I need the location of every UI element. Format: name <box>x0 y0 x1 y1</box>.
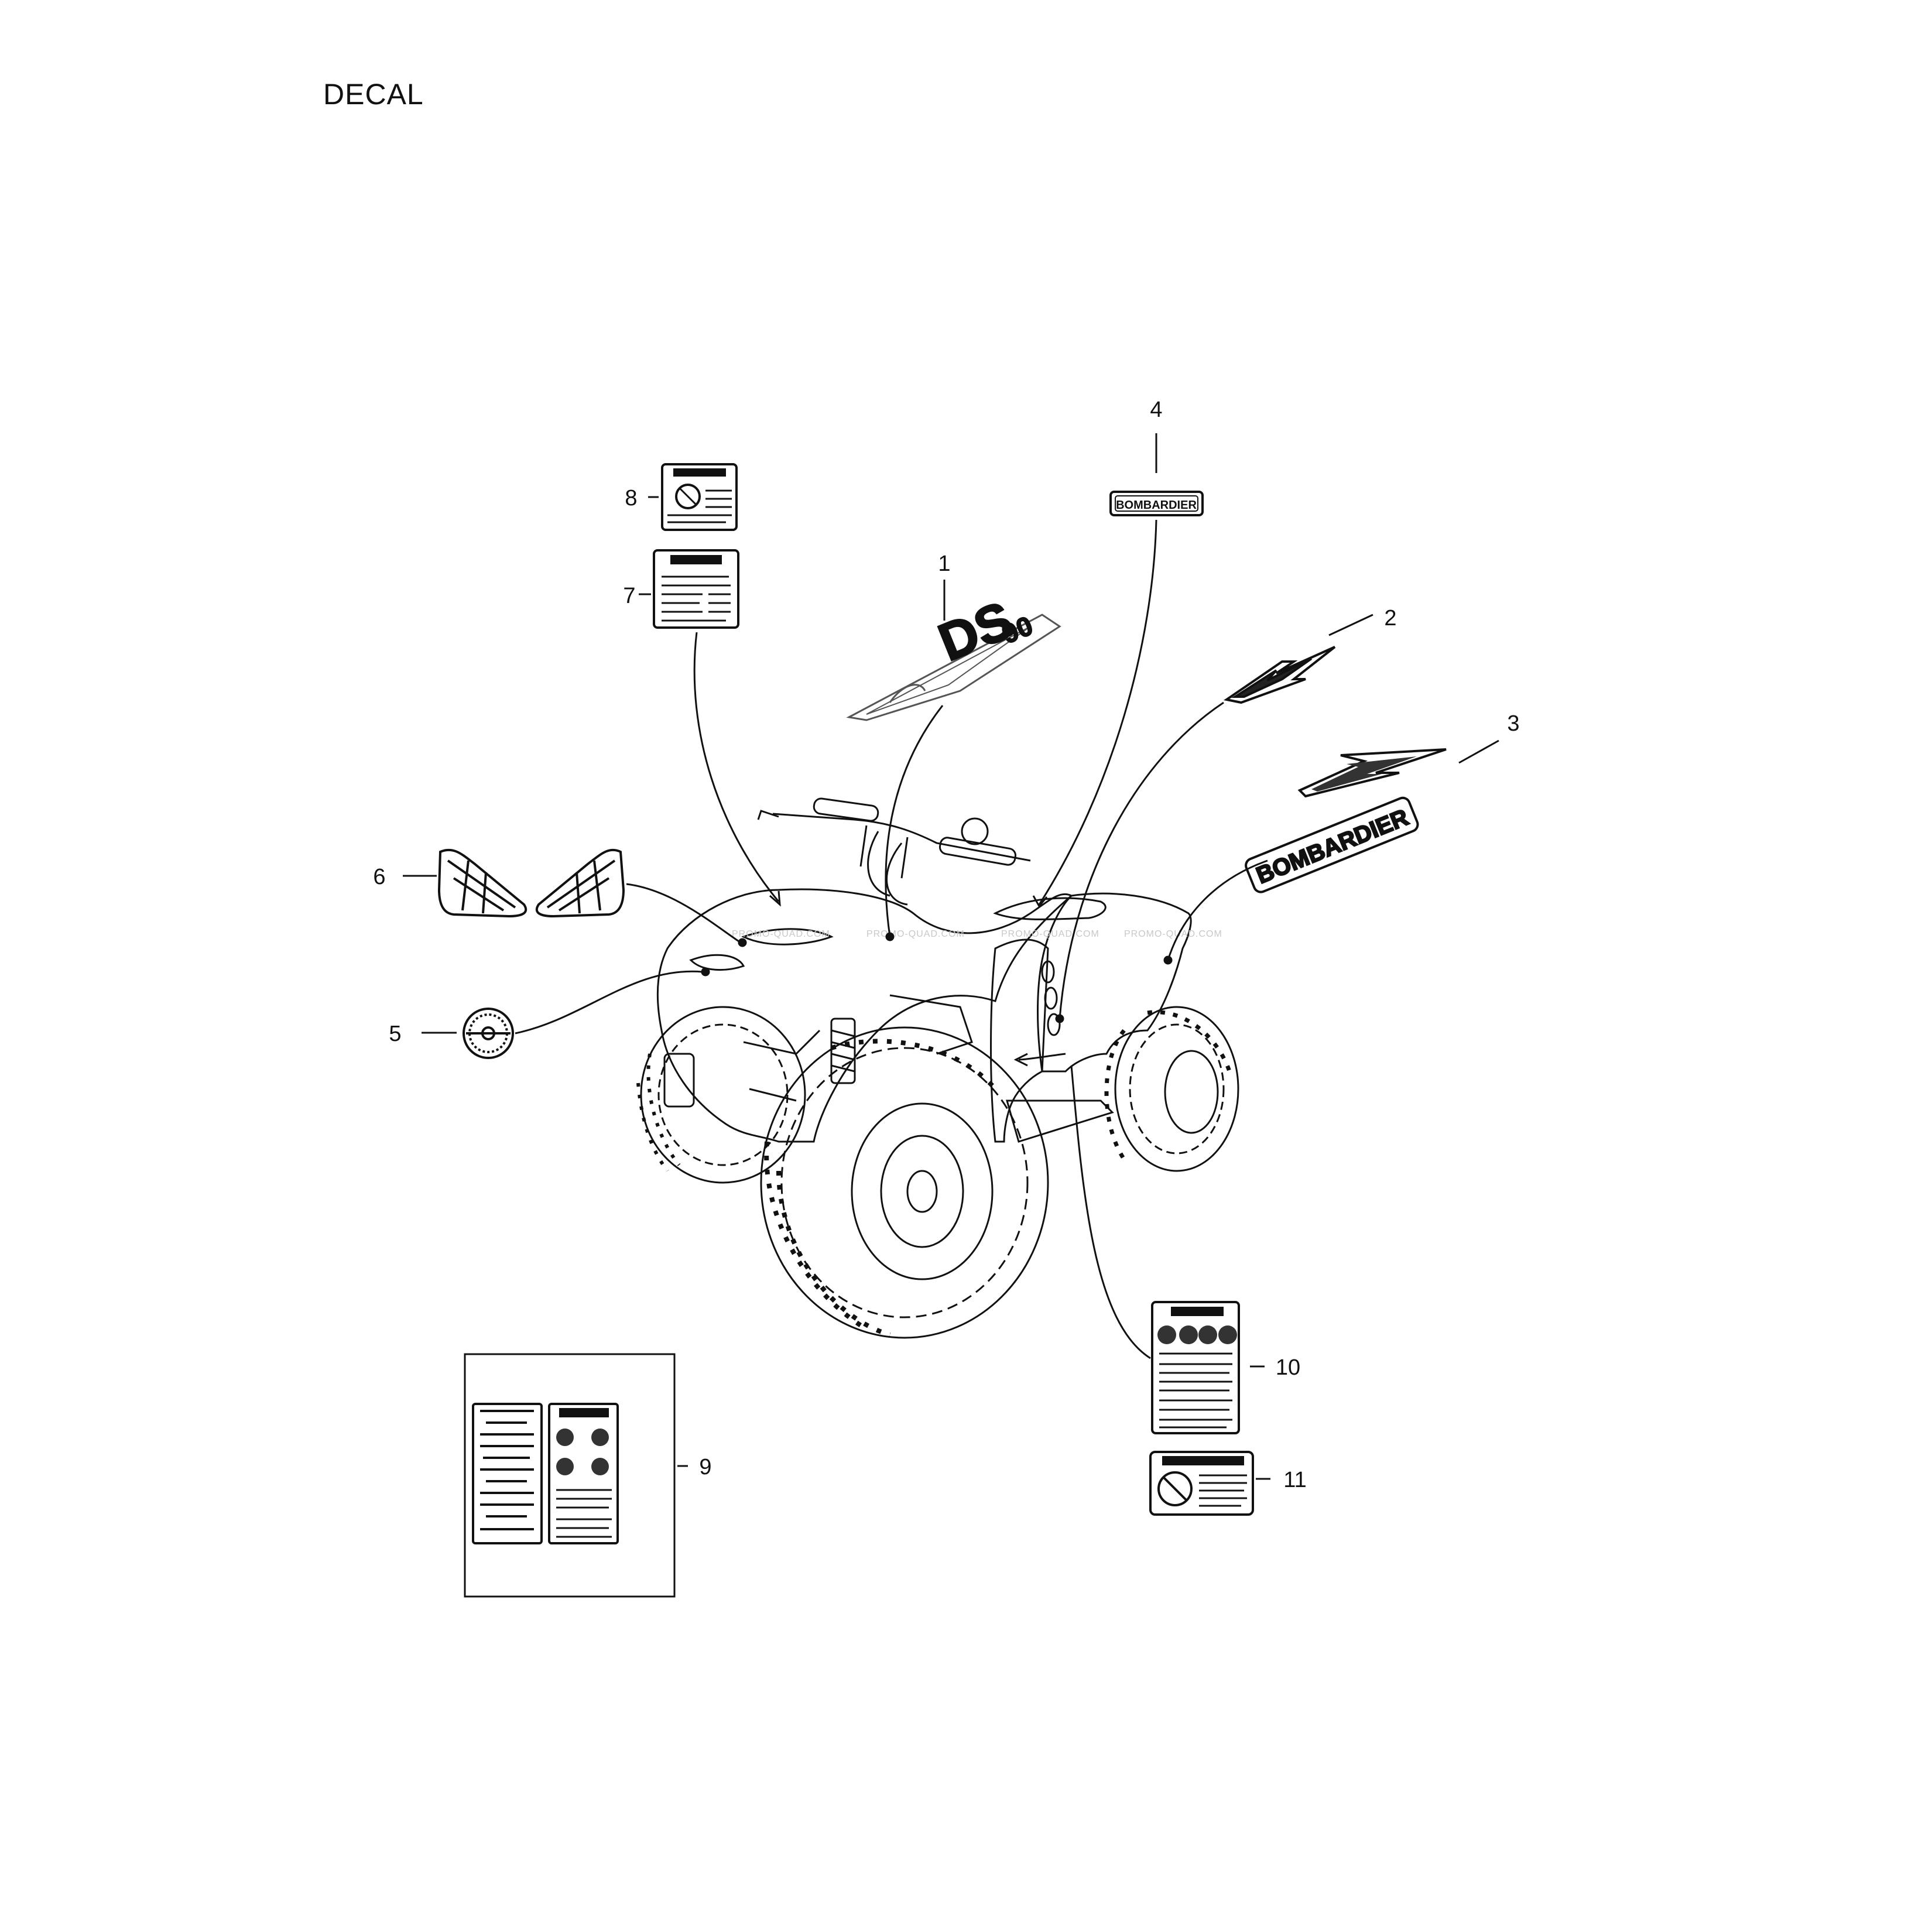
callout-numbers: 1 2 3 4 5 6 7 8 9 10 11 <box>373 398 1519 1492</box>
rear-fender <box>1037 892 1192 1073</box>
handlebar <box>757 797 1031 879</box>
headlight-right <box>741 928 834 946</box>
decal-2-arrow <box>1223 646 1336 704</box>
rear-left-tire <box>640 1006 806 1184</box>
front-grille <box>663 1053 695 1108</box>
decal-4-bombardier: BOMBARDIER <box>1109 491 1204 516</box>
front-left-tire <box>760 1026 1049 1339</box>
decal-10-warning-label <box>1151 1301 1240 1434</box>
decal-5-emblem <box>463 1008 514 1059</box>
callout-11: 11 <box>1283 1468 1306 1492</box>
decal-11-warning-label <box>1149 1451 1254 1516</box>
decal-3-label: BOMBARDIER <box>1253 804 1412 889</box>
decal-4-label: BOMBARDIER <box>1116 499 1197 512</box>
callout-8: 8 <box>625 486 637 511</box>
svg-text:PROMO-QUAD.COM: PROMO-QUAD.COM <box>866 929 965 939</box>
leader-lines <box>403 433 1499 1480</box>
side-panel <box>990 938 1049 1143</box>
decal-6-headlight-pair <box>437 848 625 918</box>
callout-2: 2 <box>1384 606 1396 631</box>
callout-1: 1 <box>938 551 950 576</box>
tread-left <box>636 1053 681 1172</box>
frame <box>743 994 973 1102</box>
headlight-left <box>689 954 745 971</box>
callout-9: 9 <box>699 1455 711 1479</box>
decal-1-ds-logo: DS 90 <box>846 590 1061 721</box>
callout-6: 6 <box>373 865 385 889</box>
svg-text:PROMO-QUAD.COM: PROMO-QUAD.COM <box>1001 929 1099 939</box>
callout-4: 4 <box>1150 398 1162 422</box>
decal-9-label-kit <box>464 1353 676 1598</box>
decal-8-warning-label <box>661 463 738 531</box>
callout-7: 7 <box>623 584 635 608</box>
atv-illustration <box>636 797 1239 1339</box>
page-title: DECAL <box>323 78 424 111</box>
tread-rear <box>1104 1010 1232 1160</box>
seat <box>993 897 1107 920</box>
watermark: PROMO-QUAD.COM PROMO-QUAD.COM PROMO-QUAD… <box>732 929 1222 939</box>
callout-5: 5 <box>389 1022 401 1046</box>
callout-3: 3 <box>1507 711 1519 736</box>
tread-front <box>764 1039 998 1337</box>
front-shock <box>830 1018 856 1084</box>
rear-right-tire <box>1114 1006 1239 1172</box>
decal-7-warning-label <box>653 549 739 629</box>
svg-text:PROMO-QUAD.COM: PROMO-QUAD.COM <box>732 929 830 939</box>
svg-text:PROMO-QUAD.COM: PROMO-QUAD.COM <box>1124 929 1222 939</box>
front-fender <box>656 888 1073 1143</box>
decal-3-bombardier-swoosh: BOMBARDIER <box>1245 748 1447 893</box>
footrest <box>1006 1099 1114 1143</box>
callout-10: 10 <box>1276 1355 1300 1380</box>
cables <box>867 831 908 906</box>
